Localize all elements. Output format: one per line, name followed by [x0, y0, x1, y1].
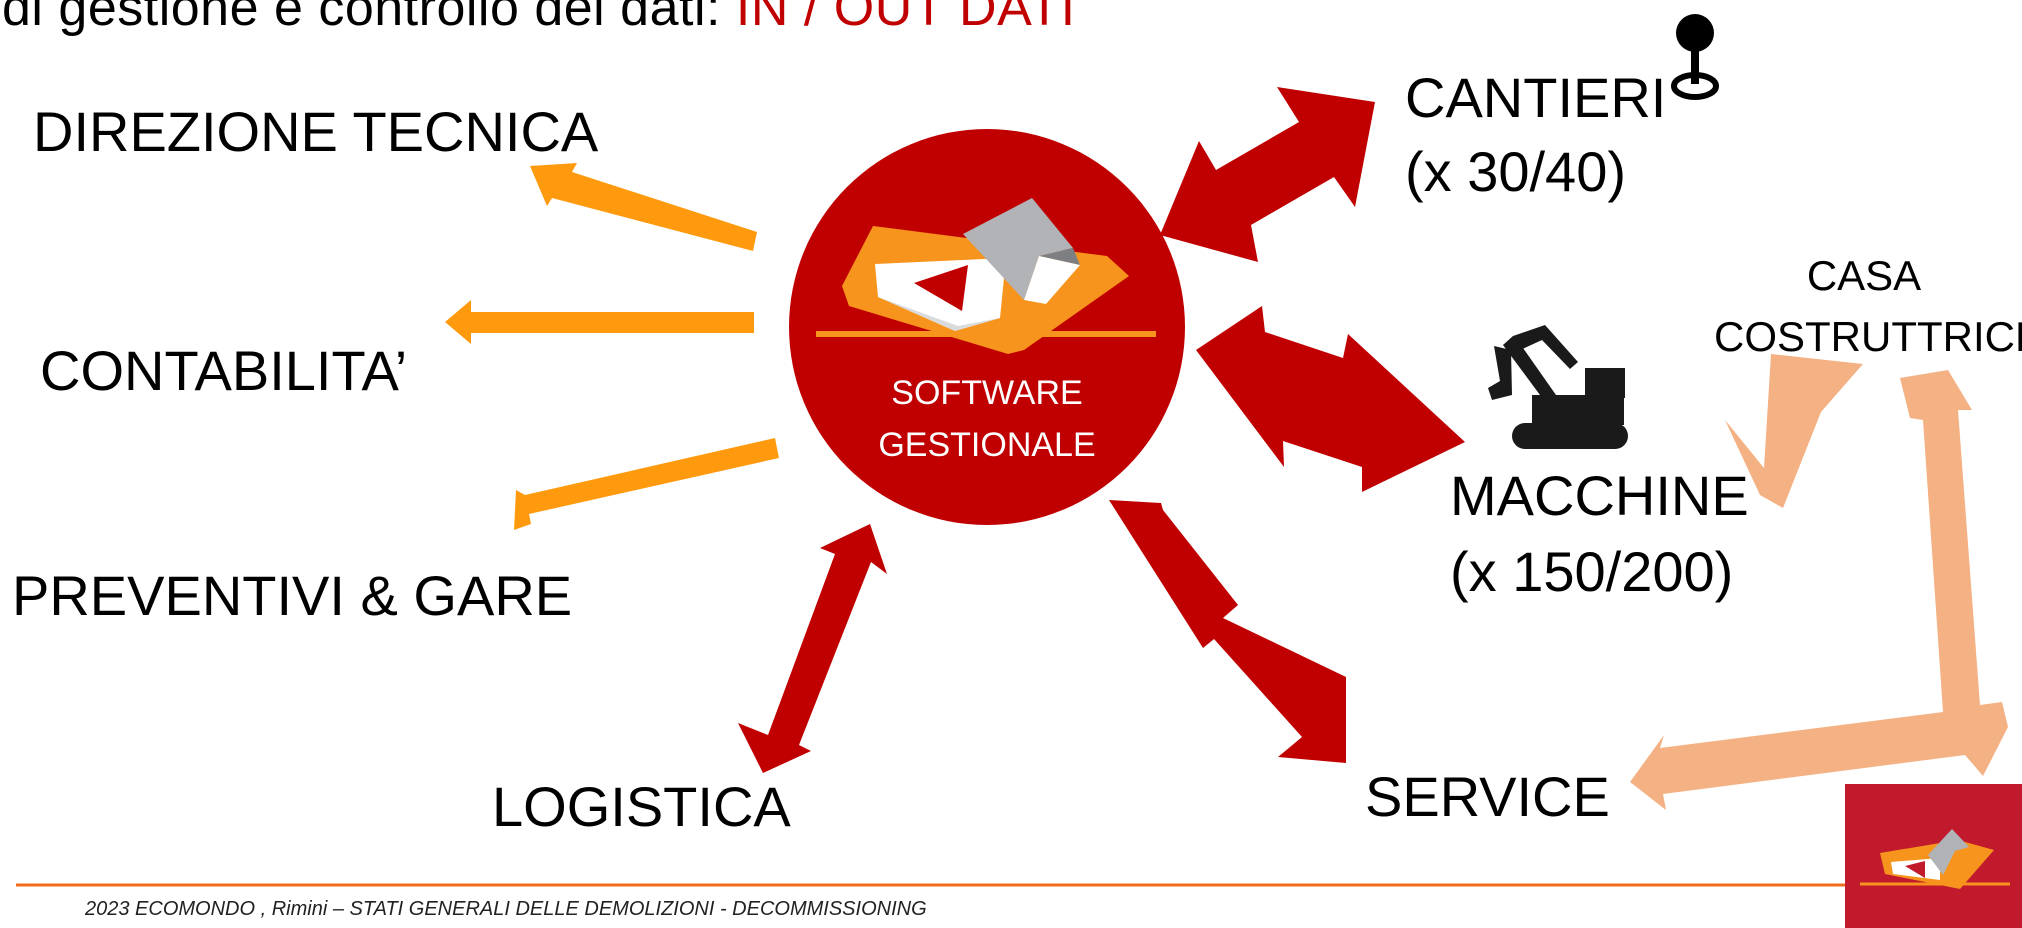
arrow-to-contabilita — [445, 300, 754, 344]
node-preventivi-gare: PREVENTIVI & GARE — [12, 564, 573, 627]
arrow-to-direzione-tecnica — [530, 163, 757, 251]
map-pin-icon — [1671, 14, 1719, 100]
title-prefix: di gestione e controllo dei dati: — [2, 0, 736, 37]
node-contabilita: CONTABILITA’ — [40, 339, 408, 402]
node-logistica: LOGISTICA — [492, 775, 791, 838]
arrow-cantieri — [1160, 87, 1375, 262]
arrow-casa-macchine — [1725, 354, 1863, 508]
node-cantieri-count: (x 30/40) — [1405, 140, 1626, 203]
hub-line-1: SOFTWARE — [891, 374, 1083, 412]
footer-caption: 2023 ECOMONDO , Rimini – STATI GENERALI … — [85, 898, 927, 920]
hub-label: SOFTWARE GESTIONALE — [787, 368, 1187, 471]
node-macchine-count: (x 150/200) — [1450, 540, 1734, 603]
page-title: di gestione e controllo dei dati: IN / O… — [2, 0, 1076, 38]
node-macchine: MACCHINE — [1450, 464, 1749, 527]
excavator-icon — [1488, 325, 1628, 449]
node-direzione-tecnica: DIREZIONE TECNICA — [33, 100, 599, 163]
arrow-logistica — [738, 524, 887, 773]
arrow-to-preventivi — [514, 438, 779, 530]
corner-badge — [1845, 784, 2022, 928]
casa-line-1: CASA — [1806, 252, 1922, 299]
arrow-casa-service — [1630, 370, 2008, 810]
hub-line-2: GESTIONALE — [878, 425, 1096, 464]
company-logo — [816, 198, 1156, 354]
arrow-macchine — [1196, 306, 1465, 492]
node-cantieri: CANTIERI — [1405, 66, 1667, 129]
title-accent: IN / OUT DATI — [735, 0, 1076, 37]
node-casa-costruttrice: CASA COSTRUTTRICE — [1714, 246, 2022, 368]
casa-line-2: COSTRUTTRICE — [1714, 312, 2022, 360]
node-service: SERVICE — [1365, 765, 1610, 828]
arrow-service — [1109, 500, 1346, 763]
